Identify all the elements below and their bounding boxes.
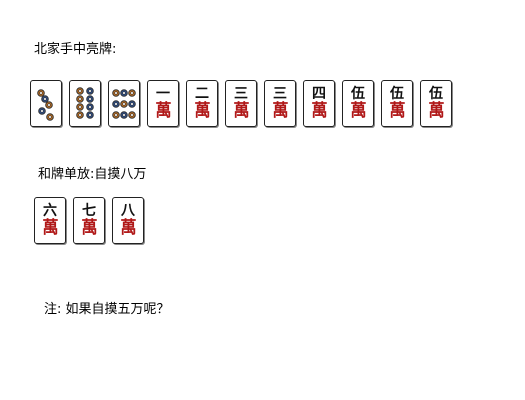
tile-suit-mark: 萬: [271, 100, 289, 121]
note-text: 注: 如果自摸五万呢？: [44, 302, 170, 317]
tile-number: 伍: [429, 85, 443, 102]
circles-suit-icon: [76, 86, 94, 119]
tile-suit-mark: 萬: [80, 217, 98, 238]
tile-suit-mark: 萬: [41, 217, 59, 238]
winning-tiles: 六萬七萬八萬: [34, 197, 144, 244]
tile-suit-mark: 萬: [232, 100, 250, 121]
tile-suit-mark: 萬: [427, 100, 445, 121]
mahjong-tile: [30, 80, 62, 127]
circles-suit-icon: [112, 88, 136, 119]
tile-number: 六: [43, 202, 57, 219]
tile-number: 二: [195, 85, 209, 102]
tile-suit-mark: 萬: [119, 217, 137, 238]
tile-suit-mark: 萬: [154, 100, 172, 121]
mahjong-tile: 三萬: [264, 80, 296, 127]
tile-suit-mark: 萬: [193, 100, 211, 121]
mahjong-tile: 四萬: [303, 80, 335, 127]
tile-suit-mark: 萬: [310, 100, 328, 121]
circles-suit-icon: [37, 88, 54, 121]
mahjong-tile: 六萬: [34, 197, 66, 244]
mahjong-tile: 三萬: [225, 80, 257, 127]
tile-number: 三: [273, 85, 287, 102]
hand-heading: 北家手中亮牌:: [34, 42, 117, 57]
tile-number: 八: [121, 202, 135, 219]
tile-number: 伍: [351, 85, 365, 102]
tile-number: 四: [312, 85, 326, 102]
mahjong-tile: [69, 80, 101, 127]
tile-number: 三: [234, 85, 248, 102]
mahjong-tile: 伍萬: [381, 80, 413, 127]
mahjong-tile: 一萬: [147, 80, 179, 127]
tile-number: 七: [82, 202, 96, 219]
tile-suit-mark: 萬: [349, 100, 367, 121]
mahjong-tile: 八萬: [112, 197, 144, 244]
tile-suit-mark: 萬: [388, 100, 406, 121]
mahjong-tile: [108, 80, 140, 127]
mahjong-tile: 七萬: [73, 197, 105, 244]
hand-tiles: 一萬二萬三萬三萬四萬伍萬伍萬伍萬: [30, 80, 452, 127]
mahjong-tile: 伍萬: [420, 80, 452, 127]
tile-number: 一: [156, 85, 170, 102]
mahjong-tile: 伍萬: [342, 80, 374, 127]
tile-number: 伍: [390, 85, 404, 102]
mahjong-tile: 二萬: [186, 80, 218, 127]
winning-hand-label: 和牌单放:自摸八万: [38, 167, 147, 182]
